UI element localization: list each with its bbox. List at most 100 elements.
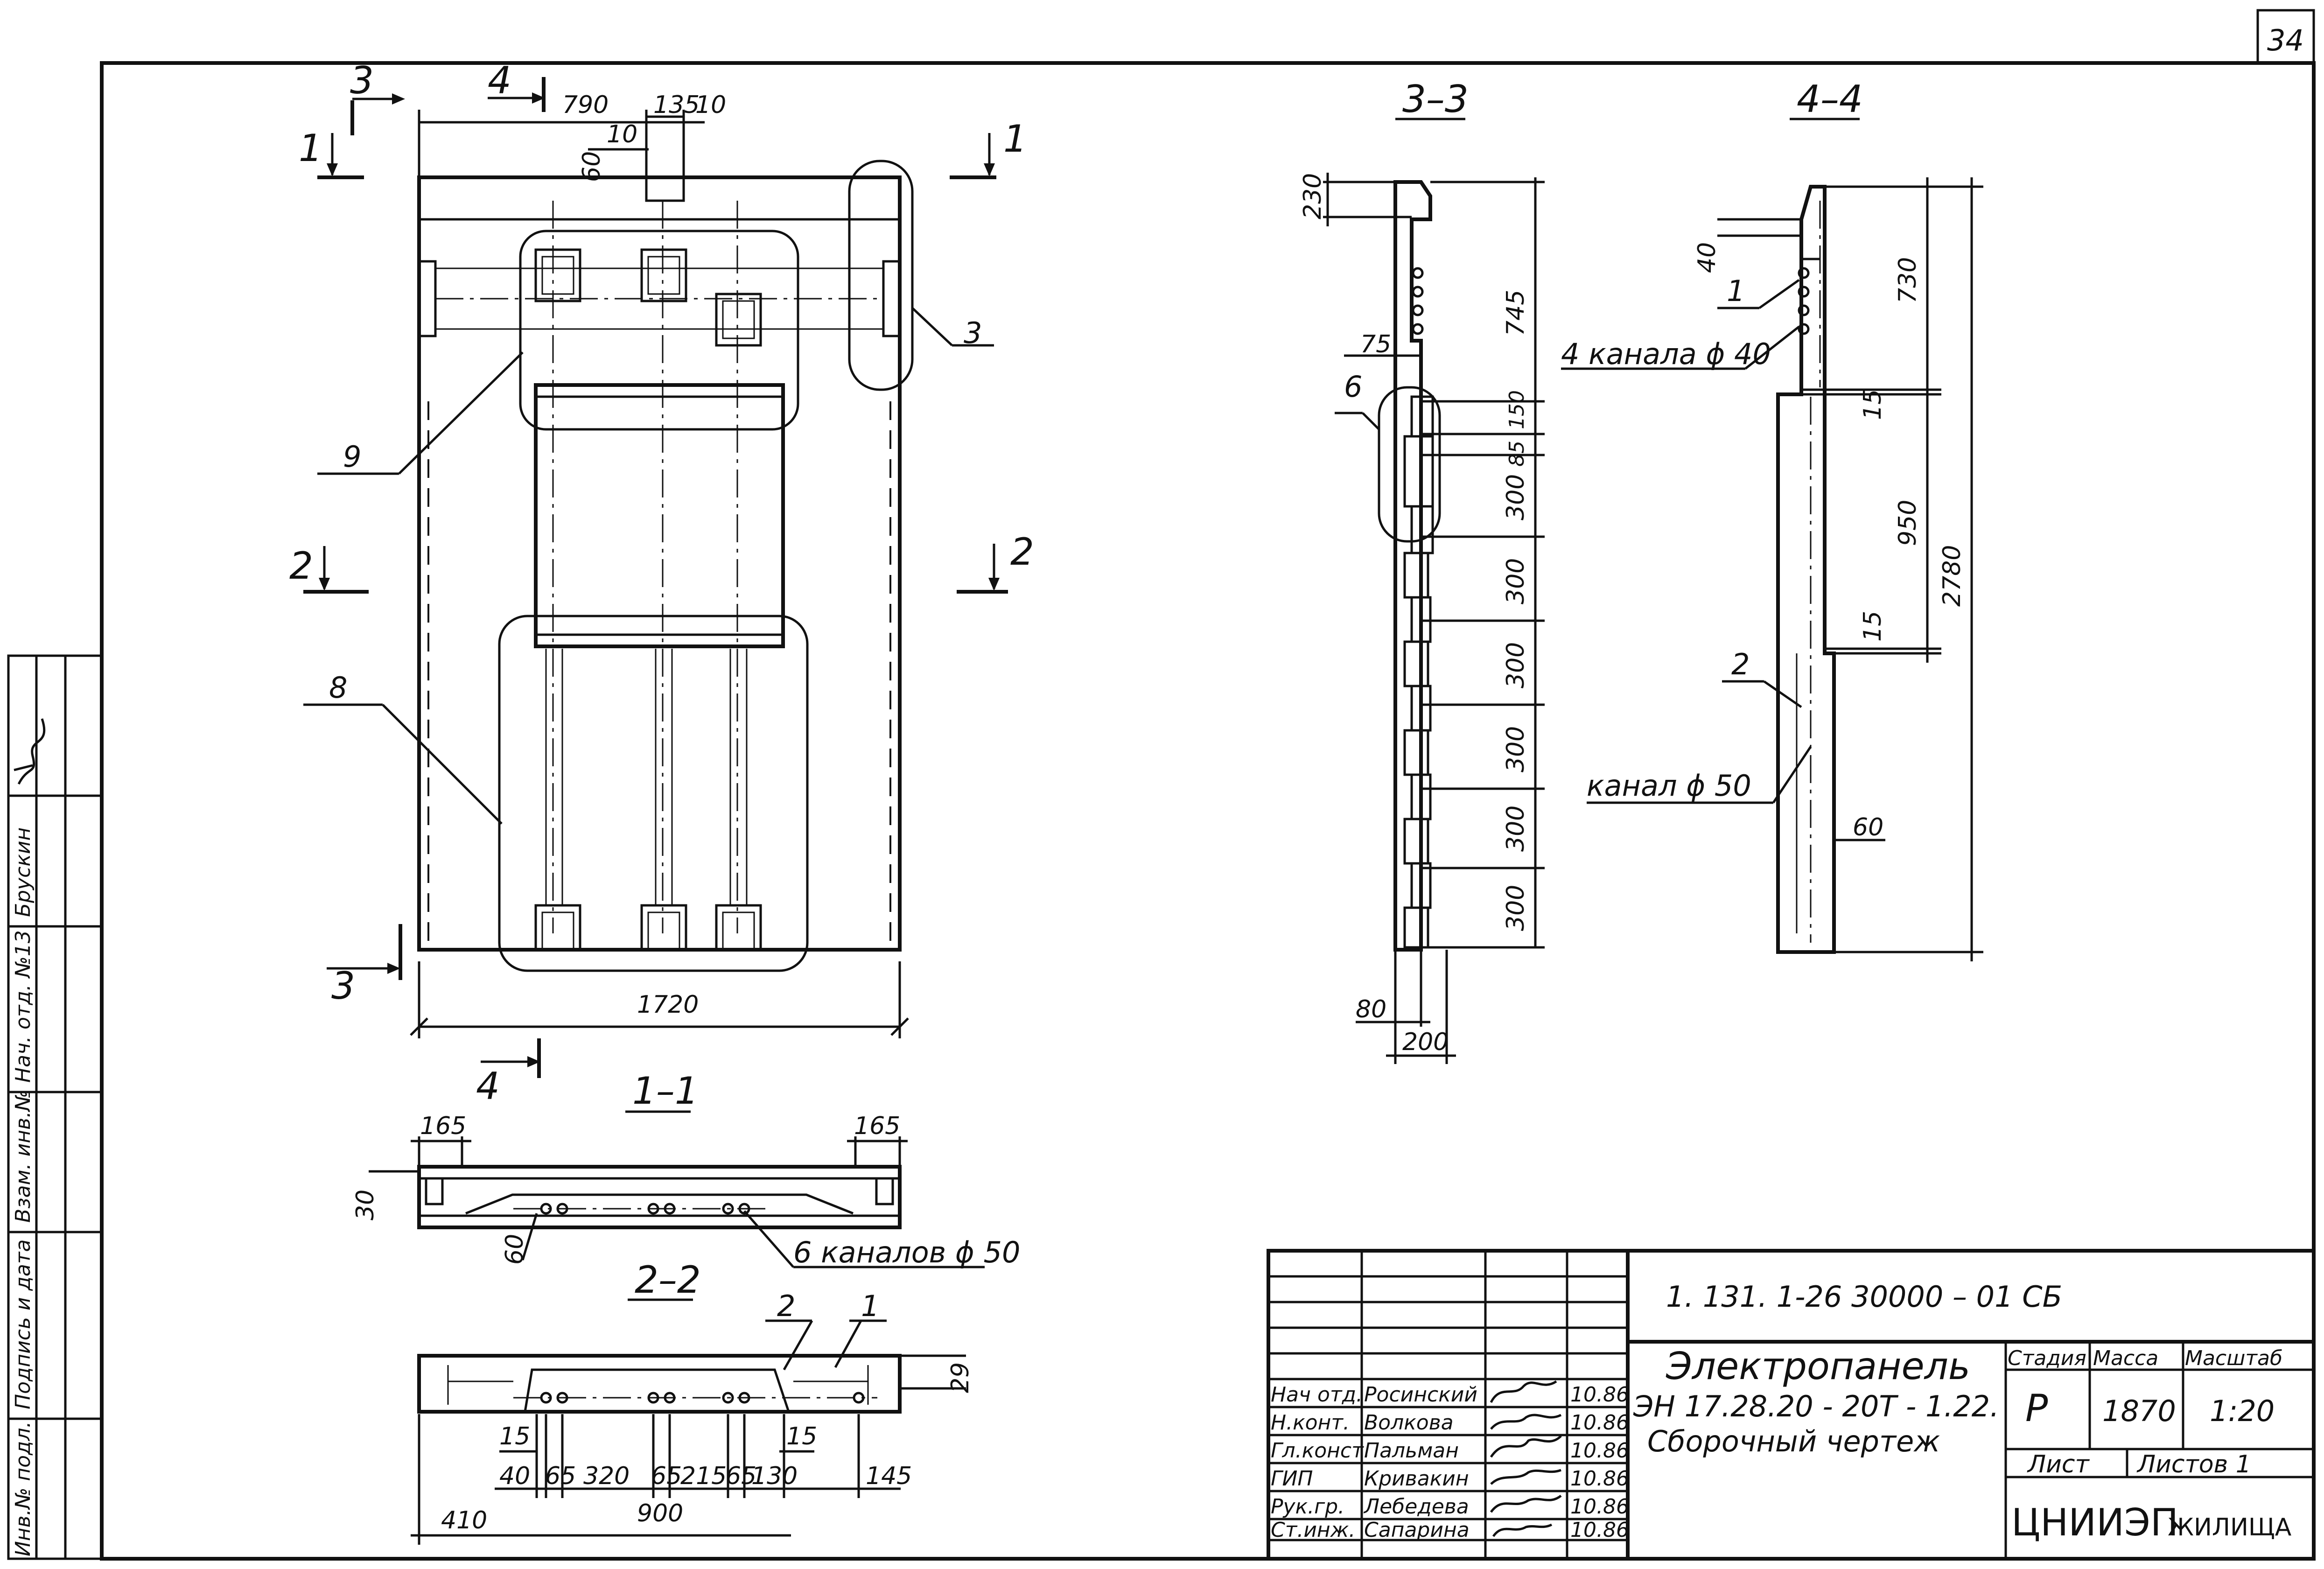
- sheet-frame: [100, 61, 2316, 1561]
- s44-callout-2: 2: [1731, 647, 1750, 681]
- s33-dim-80: 80: [1356, 995, 1386, 1023]
- s22-callout-2: 2: [777, 1289, 795, 1323]
- s22-dim-65-a: 65: [545, 1462, 576, 1490]
- s44-dim-15-top: 15: [1859, 389, 1887, 420]
- stamp-inv-original: Инв.№ подл.: [11, 1421, 35, 1556]
- s44-dim-730: 730: [1894, 257, 1922, 303]
- s44-dim-60: 60: [1853, 813, 1883, 841]
- s11-note-channels: 6 каналов ϕ 50: [793, 1235, 1020, 1269]
- s33-dim-300-f: 300: [1502, 885, 1530, 931]
- section-2-2-title: 2–2: [635, 1258, 701, 1302]
- s33-dim-200: 200: [1402, 1028, 1449, 1056]
- s22-dim-15-left: 15: [499, 1422, 530, 1450]
- mark-3-top: 3: [350, 59, 374, 102]
- s11-dim-60: 60: [501, 1234, 529, 1265]
- product-name-line-2: ЭН 17.28.20 - 20Т - 1.22.: [1633, 1389, 1999, 1423]
- section-3-3: 3–3 745 150 85 300: [1299, 77, 1545, 1064]
- s33-dim-300-d: 300: [1502, 726, 1530, 772]
- section-1-1: 1–1 165 165 30 60 6 каналов ϕ 50: [351, 1069, 1020, 1269]
- s33-dim-745: 745: [1502, 290, 1530, 336]
- s44-dim-40: 40: [1693, 242, 1721, 273]
- drawing-code: 1. 131. 1-26 30000 – 01 СБ: [1666, 1280, 2062, 1314]
- s33-dim-300-b: 300: [1502, 558, 1530, 604]
- product-name-line-1: Электропанель: [1666, 1345, 1970, 1388]
- section-4-4: 4–4 730 15 950 2780 15 40 1: [1561, 77, 1983, 961]
- s33-dim-85: 85: [1505, 441, 1529, 467]
- staff-name-0: Росинский: [1364, 1383, 1477, 1407]
- s33-dim-75: 75: [1360, 330, 1391, 358]
- s44-dim-950: 950: [1894, 500, 1922, 546]
- plan-view: 790 135 10 10 60 1720 3 9 8 1 1: [289, 59, 1034, 1108]
- stamp-dept-head-name: Брускин: [11, 827, 35, 917]
- staff-date-4: 10.86: [1570, 1495, 1629, 1519]
- s44-dim-2780: 2780: [1938, 545, 1966, 607]
- mark-2-right: 2: [1010, 530, 1034, 574]
- mark-1-left: 1: [299, 126, 322, 170]
- s33-dim-300-c: 300: [1502, 642, 1530, 688]
- plan-dim-10-right: 10: [695, 91, 726, 119]
- callout-3: 3: [964, 316, 982, 350]
- s33-dim-300-e: 300: [1502, 806, 1530, 852]
- stamp-signature-date: Подпись и дата: [11, 1240, 35, 1409]
- staff-role-0: Нач отд.: [1271, 1383, 1363, 1407]
- mark-2-left: 2: [289, 544, 313, 588]
- s44-dim-15-bottom: 15: [1859, 611, 1887, 642]
- org-name: ЦНИИЭП: [2011, 1501, 2178, 1544]
- s44-callout-1: 1: [1727, 274, 1745, 308]
- s22-dim-130: 130: [751, 1462, 798, 1490]
- s33-callout-6: 6: [1344, 370, 1362, 404]
- section-1-1-title: 1–1: [632, 1069, 699, 1113]
- staff-date-1: 10.86: [1570, 1411, 1629, 1435]
- label-sheet: Лист: [2027, 1450, 2090, 1478]
- product-name-line-3: Сборочный чертеж: [1647, 1424, 1940, 1458]
- section-2-2: 2–2 2 1 29 15 15: [411, 1258, 974, 1545]
- stamp-signature: [14, 718, 46, 785]
- header-mass: Масса: [2093, 1346, 2158, 1370]
- s22-dim-40: 40: [499, 1462, 530, 1490]
- org-subname: ЖИЛИЩА: [2168, 1513, 2292, 1541]
- stamp-replaced-inv: Взам. инв.№: [11, 1090, 35, 1223]
- s11-dim-165-left: 165: [420, 1112, 466, 1140]
- s22-callout-1: 1: [861, 1289, 879, 1323]
- s33-dim-230: 230: [1299, 173, 1327, 219]
- staff-role-5: Ст.инж.: [1271, 1518, 1355, 1542]
- plan-dim-135: 135: [653, 91, 700, 119]
- value-scale: 1:20: [2210, 1394, 2275, 1428]
- s33-dim-300-a: 300: [1502, 474, 1530, 520]
- section-3-3-title: 3–3: [1402, 77, 1469, 121]
- value-mass: 1870: [2102, 1394, 2176, 1428]
- mark-3-bottom: 3: [331, 964, 355, 1008]
- s44-note-4-channels: 4 канала ϕ 40: [1561, 337, 1771, 371]
- header-stage: Стадия: [2008, 1346, 2086, 1370]
- signatures: [1490, 1380, 1562, 1537]
- section-marks: 1 1 2 2 3 3 4: [289, 59, 1034, 1108]
- staff-role-3: ГИП: [1271, 1467, 1313, 1491]
- s33-dim-150: 150: [1505, 390, 1529, 429]
- staff-role-4: Рук.гр.: [1271, 1495, 1344, 1519]
- sheet-number-box: 34: [2256, 9, 2315, 64]
- plan-dim-1720: 1720: [637, 991, 699, 1019]
- mark-1-right: 1: [1003, 117, 1027, 161]
- stamp-dept-head: Нач. отд. №13: [11, 930, 35, 1083]
- plan-dim-790: 790: [562, 91, 609, 119]
- staff-role-2: Гл.конст.: [1271, 1439, 1370, 1463]
- side-stamp: Инв.№ подл. Подпись и дата Взам. инв.№ Н…: [7, 654, 103, 1560]
- staff-date-3: 10.86: [1570, 1467, 1629, 1491]
- s22-dim-900: 900: [637, 1499, 683, 1527]
- value-stage: Р: [2025, 1387, 2048, 1430]
- callout-8: 8: [329, 671, 347, 705]
- title-block: 1. 131. 1-26 30000 – 01 СБ Электропанель…: [1267, 1249, 2316, 1561]
- mark-4-bottom: 4: [476, 1065, 500, 1108]
- staff-name-4: Лебедева: [1363, 1495, 1469, 1519]
- s11-dim-30: 30: [351, 1190, 379, 1220]
- label-sheets: Листов 1: [2136, 1450, 2251, 1478]
- s22-dim-65-b: 65: [651, 1462, 682, 1490]
- staff-name-1: Волкова: [1364, 1411, 1454, 1435]
- s22-dim-65-c: 65: [726, 1462, 756, 1490]
- staff-role-1: Н.конт.: [1271, 1411, 1350, 1435]
- staff-name-3: Кривакин: [1364, 1467, 1469, 1491]
- s22-dim-215: 215: [680, 1462, 727, 1490]
- mark-4-top: 4: [488, 59, 511, 102]
- s22-dim-15-right: 15: [786, 1422, 817, 1450]
